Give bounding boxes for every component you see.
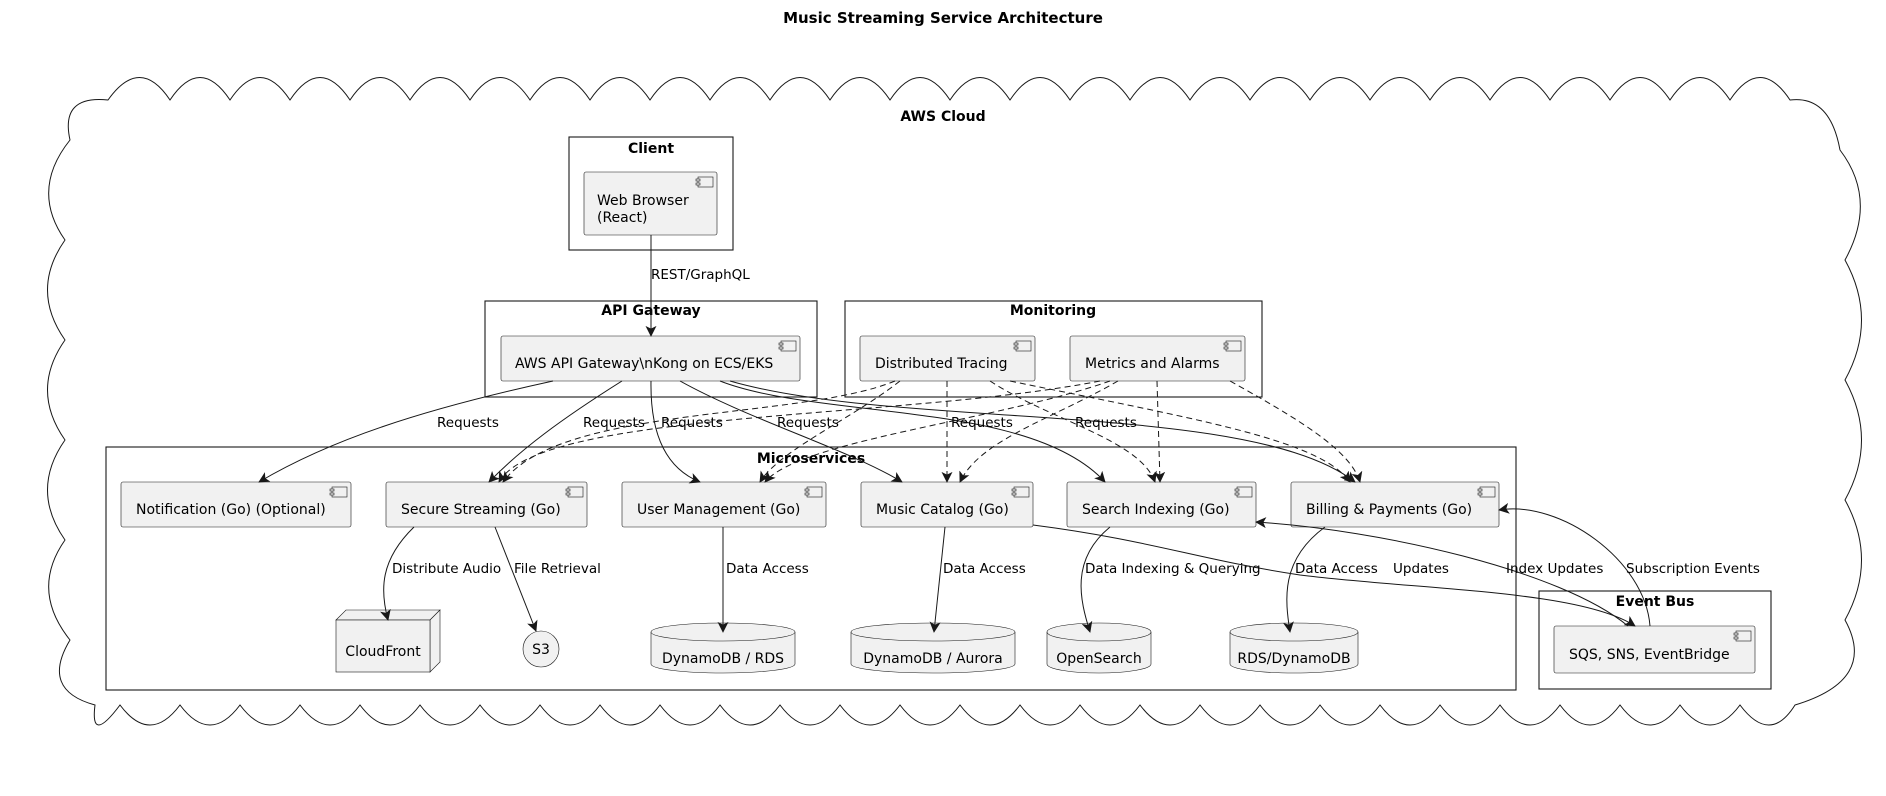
s3-label: S3 — [532, 642, 550, 658]
edge-label-req1: Requests — [437, 415, 499, 431]
edge-metrics-streaming — [498, 380, 1101, 483]
edge-search-opensearch — [1080, 526, 1111, 633]
music-catalog-label: Music Catalog (Go) — [876, 502, 1009, 518]
opensearch-database[interactable]: OpenSearch — [1046, 622, 1152, 674]
db-user-database[interactable]: DynamoDB / RDS — [650, 622, 796, 674]
gateway-label: AWS API Gateway\nKong on ECS/EKS — [515, 356, 773, 372]
music-catalog-component[interactable]: Music Catalog (Go) — [860, 481, 1034, 528]
web-browser-component[interactable]: Web Browser (React) — [583, 171, 718, 236]
tracing-label: Distributed Tracing — [875, 356, 1007, 372]
event-bus-package — [1538, 590, 1772, 690]
monitoring-package-label: Monitoring — [1010, 303, 1096, 319]
event-bus-package-label: Event Bus — [1616, 594, 1695, 610]
cloudfront-node[interactable]: CloudFront — [335, 609, 441, 673]
monitoring-package — [844, 300, 1263, 398]
edge-gateway-search — [719, 380, 1106, 483]
user-management-label: User Management (Go) — [637, 502, 800, 518]
edge-label-indexing: Data Indexing & Querying — [1085, 561, 1261, 577]
edge-metrics-user — [764, 380, 1111, 483]
gateway-component[interactable]: AWS API Gateway\nKong on ECS/EKS — [500, 335, 801, 382]
edge-metrics-billing — [1229, 380, 1363, 483]
db-user-label: DynamoDB / RDS — [662, 651, 784, 667]
cloudfront-label: CloudFront — [345, 644, 421, 660]
microservices-package — [105, 446, 1517, 691]
edge-streaming-cloudfront — [380, 526, 415, 621]
streaming-label: Secure Streaming (Go) — [401, 502, 561, 518]
db-catalog-database[interactable]: DynamoDB / Aurora — [850, 622, 1016, 674]
edge-label-da-billing: Data Access — [1295, 561, 1378, 577]
edge-label-req2: Requests — [583, 415, 645, 431]
notification-component[interactable]: Notification (Go) (Optional) — [120, 481, 352, 528]
aws-cloud-shape — [47, 77, 1862, 726]
billing-label: Billing & Payments (Go) — [1306, 502, 1472, 518]
edge-streaming-s3 — [494, 526, 538, 632]
edge-label-updates: Updates — [1393, 561, 1449, 577]
edge-catalog-bus — [1032, 524, 1636, 627]
edge-label-req4: Requests — [777, 415, 839, 431]
edge-catalog-db — [929, 526, 946, 633]
edge-tracing-user — [759, 380, 901, 483]
web-browser-sublabel: (React) — [597, 210, 647, 226]
web-browser-label: Web Browser — [597, 193, 689, 209]
edge-gateway-catalog — [679, 380, 903, 483]
edge-label-index-updates: Index Updates — [1506, 561, 1603, 577]
edge-bus-billing — [1498, 502, 1651, 627]
edge-metrics-catalog — [959, 380, 1119, 483]
edge-billing-db — [1283, 526, 1326, 633]
db-catalog-label: DynamoDB / Aurora — [863, 651, 1003, 667]
microservices-package-label: Microservices — [757, 451, 865, 467]
edge-gateway-notification — [258, 380, 554, 483]
search-indexing-label: Search Indexing (Go) — [1082, 502, 1230, 518]
edge-bus-search — [1255, 517, 1629, 627]
event-bus-component[interactable]: SQS, SNS, EventBridge — [1553, 625, 1756, 674]
edge-label-sub-events: Subscription Events — [1626, 561, 1760, 577]
search-indexing-component[interactable]: Search Indexing (Go) — [1066, 481, 1257, 528]
edge-tracing-streaming — [502, 380, 896, 483]
opensearch-label: OpenSearch — [1056, 651, 1142, 667]
db-billing-database[interactable]: RDS/DynamoDB — [1229, 622, 1359, 674]
edge-label-da-catalog: Data Access — [943, 561, 1026, 577]
edge-label-req3: Requests — [661, 415, 723, 431]
edge-metrics-search — [1154, 380, 1166, 483]
edge-label-distribute: Distribute Audio — [392, 561, 501, 577]
billing-component[interactable]: Billing & Payments (Go) — [1290, 481, 1500, 528]
edge-label-file: File Retrieval — [514, 561, 601, 577]
user-management-component[interactable]: User Management (Go) — [621, 481, 827, 528]
s3-node[interactable]: S3 — [522, 630, 560, 668]
metrics-component[interactable]: Metrics and Alarms — [1069, 335, 1246, 382]
edge-gateway-user — [650, 380, 701, 484]
edge-tracing-search — [989, 380, 1157, 483]
edge-tracing-billing — [1009, 380, 1351, 483]
edge-gateway-billing — [729, 380, 1356, 483]
streaming-component[interactable]: Secure Streaming (Go) — [385, 481, 588, 528]
metrics-label: Metrics and Alarms — [1085, 356, 1220, 372]
diagram-title: Music Streaming Service Architecture — [783, 9, 1103, 27]
client-package-label: Client — [628, 141, 674, 157]
aws-cloud-label: AWS Cloud — [900, 109, 985, 125]
edge-label-da-user: Data Access — [726, 561, 809, 577]
edge-label-rest: REST/GraphQL — [651, 267, 750, 283]
event-bus-label: SQS, SNS, EventBridge — [1569, 647, 1730, 663]
edge-label-req5: Requests — [951, 415, 1013, 431]
db-billing-label: RDS/DynamoDB — [1237, 651, 1350, 667]
tracing-component[interactable]: Distributed Tracing — [859, 335, 1036, 382]
notification-label: Notification (Go) (Optional) — [136, 502, 326, 518]
edge-label-req6: Requests — [1075, 415, 1137, 431]
